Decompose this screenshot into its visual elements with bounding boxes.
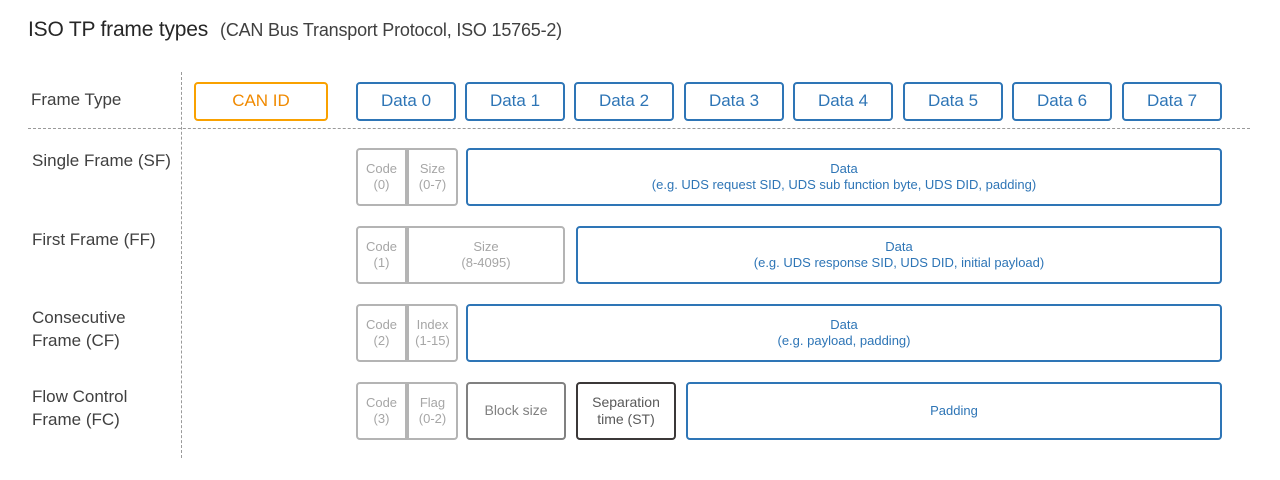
ff-size-line2: (8-4095): [461, 255, 511, 270]
fc-flag-box[interactable]: Flag (0-2): [407, 382, 458, 440]
row-label-single-frame-line1: Single Frame: [32, 151, 134, 170]
header-box-data-3-label: Data 3: [708, 91, 760, 111]
fc-separation-time-box[interactable]: Separation time (ST): [576, 382, 676, 440]
sf-code-line1: Code: [365, 161, 398, 177]
cf-data-line1: Data: [830, 317, 858, 333]
row-label-consecutive-frame: Consecutive Frame (CF): [32, 307, 177, 353]
frame-type-column-header: Frame Type: [31, 90, 122, 109]
cf-index-line1: Index: [416, 317, 449, 333]
cf-code-box[interactable]: Code (2): [356, 304, 407, 362]
fc-code-box[interactable]: Code (3): [356, 382, 407, 440]
header-box-data-5-label: Data 5: [927, 91, 979, 111]
fc-flag-line1: Flag: [419, 395, 446, 411]
fc-padding-box[interactable]: Padding: [686, 382, 1222, 440]
ff-code-box[interactable]: Code (1): [356, 226, 407, 284]
sf-size-box[interactable]: Size (0-7): [407, 148, 458, 206]
header-box-data-6[interactable]: Data 6: [1012, 82, 1112, 121]
row-label-single-frame-line2: (SF): [137, 151, 171, 170]
row-label-first-frame: First Frame (FF): [32, 229, 177, 252]
title-main: ISO TP frame types: [28, 18, 209, 41]
ff-data-line1: Data: [885, 239, 913, 255]
cf-data-line2: (e.g. payload, padding): [777, 333, 911, 348]
fc-block-size-box[interactable]: Block size: [466, 382, 566, 440]
header-box-data-6-label: Data 6: [1036, 91, 1088, 111]
sf-code-line2: (0): [373, 177, 390, 192]
header-box-data-4[interactable]: Data 4: [793, 82, 893, 121]
row-label-consecutive-frame-line1: Consecutive: [32, 308, 126, 327]
page-title: ISO TP frame types (CAN Bus Transport Pr…: [28, 18, 562, 42]
header-box-data-4-label: Data 4: [817, 91, 869, 111]
fc-code-line2: (3): [373, 411, 390, 426]
fc-code-line1: Code: [365, 395, 398, 411]
header-box-data-1-label: Data 1: [489, 91, 541, 111]
fc-block-size-label: Block size: [484, 402, 548, 419]
row-label-single-frame: Single Frame (SF): [32, 150, 177, 173]
ff-size-line1: Size: [473, 239, 499, 255]
cf-code-line2: (2): [373, 333, 390, 348]
ff-code-line2: (1): [373, 255, 390, 270]
row-label-flow-control-frame-line2: Frame (FC): [32, 409, 120, 429]
sf-data-line2: (e.g. UDS request SID, UDS sub function …: [651, 177, 1037, 192]
fc-padding-label: Padding: [930, 403, 978, 419]
sf-data-box[interactable]: Data (e.g. UDS request SID, UDS sub func…: [466, 148, 1222, 206]
title-subtitle: (CAN Bus Transport Protocol, ISO 15765-2…: [220, 20, 562, 40]
fc-flag-line2: (0-2): [418, 411, 447, 426]
sf-size-line1: Size: [419, 161, 446, 177]
sf-code-box[interactable]: Code (0): [356, 148, 407, 206]
cf-data-box[interactable]: Data (e.g. payload, padding): [466, 304, 1222, 362]
row-label-consecutive-frame-line2: Frame (CF): [32, 330, 120, 350]
row-label-flow-control-frame: Flow Control Frame (FC): [32, 386, 177, 432]
sf-data-line1: Data: [830, 161, 858, 177]
sf-size-line2: (0-7): [418, 177, 447, 192]
ff-data-line2: (e.g. UDS response SID, UDS DID, initial…: [753, 255, 1045, 270]
header-divider: [28, 128, 1250, 129]
row-label-first-frame-line2: (FF): [123, 230, 156, 249]
header-box-data-2-label: Data 2: [598, 91, 650, 111]
row-label-first-frame-line1: First Frame: [32, 230, 119, 249]
ff-data-box[interactable]: Data (e.g. UDS response SID, UDS DID, in…: [576, 226, 1222, 284]
label-column-divider: [181, 72, 182, 458]
header-box-can-id-label: CAN ID: [232, 91, 290, 111]
cf-code-line1: Code: [365, 317, 398, 333]
header-box-data-0-label: Data 0: [380, 91, 432, 111]
header-box-data-1[interactable]: Data 1: [465, 82, 565, 121]
header-box-can-id[interactable]: CAN ID: [194, 82, 328, 121]
ff-code-line1: Code: [365, 239, 398, 255]
cf-index-box[interactable]: Index (1-15): [407, 304, 458, 362]
ff-size-box[interactable]: Size (8-4095): [407, 226, 565, 284]
header-box-data-2[interactable]: Data 2: [574, 82, 674, 121]
fc-separation-time-line1: Separation: [592, 393, 660, 410]
header-box-data-3[interactable]: Data 3: [684, 82, 784, 121]
header-box-data-5[interactable]: Data 5: [903, 82, 1003, 121]
row-label-flow-control-frame-line1: Flow Control: [32, 387, 128, 406]
header-box-data-0[interactable]: Data 0: [356, 82, 456, 121]
header-box-data-7-label: Data 7: [1146, 91, 1198, 111]
fc-separation-time-line2: time (ST): [597, 411, 655, 427]
cf-index-line2: (1-15): [415, 333, 450, 348]
header-box-data-7[interactable]: Data 7: [1122, 82, 1222, 121]
